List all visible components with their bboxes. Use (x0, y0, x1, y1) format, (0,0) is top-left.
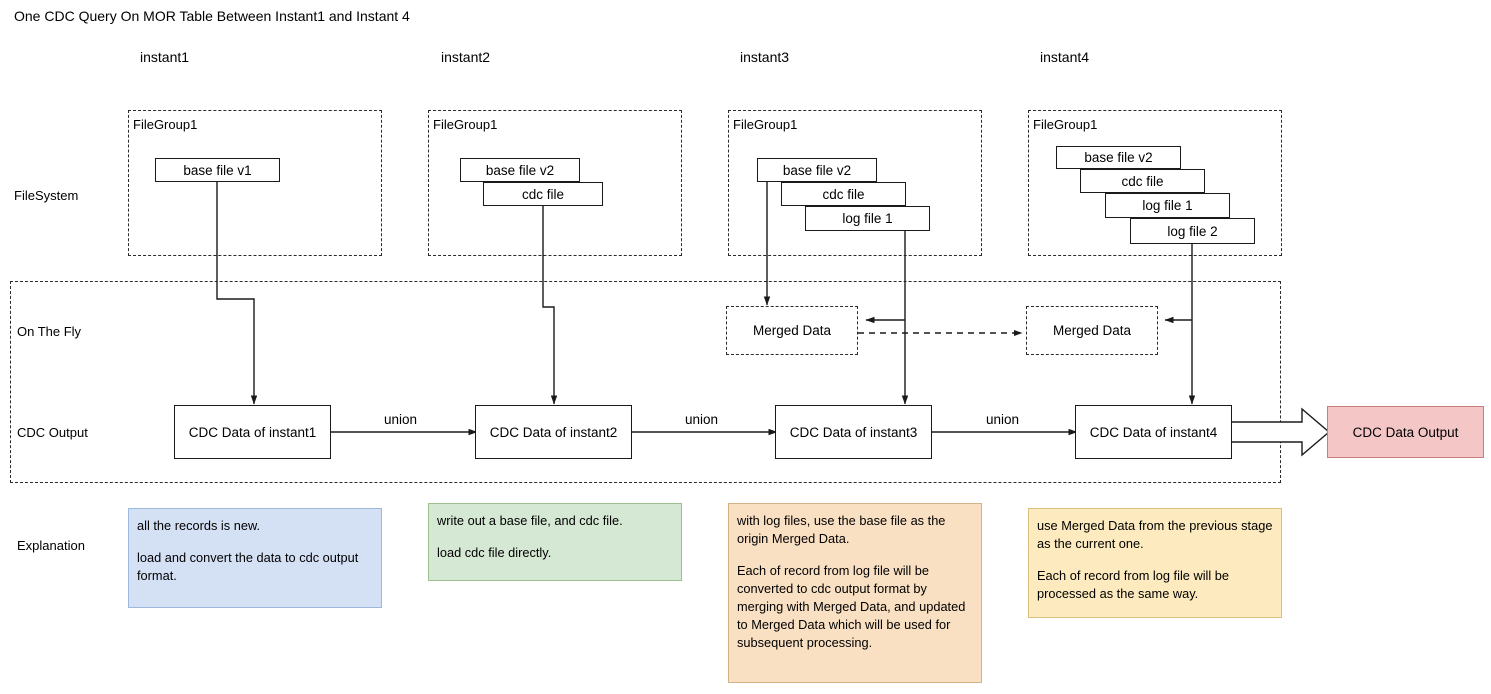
explanation-paragraph: load and convert the data to cdc output … (137, 550, 359, 583)
filegroup-title: FileGroup1 (433, 117, 498, 132)
diagram-title: One CDC Query On MOR Table Between Insta… (14, 8, 410, 24)
explanation-paragraph: Each of record from log file will be con… (737, 563, 966, 650)
column-header-instant3: instant3 (740, 49, 790, 65)
filegroup-instant1: FileGroup1 (128, 110, 382, 256)
explanation-paragraph: with log files, use the base file as the… (737, 513, 946, 546)
filegroup-instant4: FileGroup1 (1028, 110, 1282, 256)
cdc-data-box-instant4[interactable]: CDC Data of instant4 (1075, 405, 1232, 459)
onthefly-cdc-container (10, 281, 1281, 483)
union-label-3: union (983, 412, 1023, 427)
cdc-data-box-instant3[interactable]: CDC Data of instant3 (775, 405, 932, 459)
file-box-cdc-file[interactable]: cdc file (781, 182, 906, 206)
column-header-instant2: instant2 (441, 49, 491, 65)
explanation-box-instant2: write out a base file, and cdc file. load… (428, 503, 682, 581)
file-box-log-file-1[interactable]: log file 1 (1105, 193, 1230, 218)
file-box-cdc-file[interactable]: cdc file (483, 182, 603, 206)
explanation-box-instant4: use Merged Data from the previous stage … (1028, 508, 1282, 618)
filegroup-title: FileGroup1 (733, 117, 798, 132)
filegroup-instant2: FileGroup1 (428, 110, 682, 256)
explanation-box-instant1: all the records is new. load and convert … (128, 508, 382, 608)
file-box-base-file-v2[interactable]: base file v2 (757, 158, 877, 182)
merged-data-instant3[interactable]: Merged Data (726, 306, 858, 355)
filegroup-instant3: FileGroup1 (728, 110, 982, 256)
merged-data-instant4[interactable]: Merged Data (1026, 306, 1158, 355)
row-label-explanation: Explanation (17, 538, 85, 553)
column-header-instant4: instant4 (1040, 49, 1090, 65)
file-box-base-file-v1[interactable]: base file v1 (155, 158, 280, 182)
column-header-instant1: instant1 (140, 49, 190, 65)
cdc-data-output-box[interactable]: CDC Data Output (1327, 406, 1484, 458)
file-box-cdc-file[interactable]: cdc file (1080, 169, 1205, 193)
explanation-paragraph: all the records is new. (137, 518, 261, 533)
row-label-cdc-output: CDC Output (17, 425, 88, 440)
union-label-2: union (682, 412, 722, 427)
file-box-log-file-1[interactable]: log file 1 (805, 206, 930, 231)
filegroup-title: FileGroup1 (133, 117, 198, 132)
union-label-1: union (381, 412, 421, 427)
explanation-paragraph: write out a base file, and cdc file. (437, 513, 623, 528)
file-box-base-file-v2[interactable]: base file v2 (1056, 146, 1181, 169)
cdc-data-box-instant1[interactable]: CDC Data of instant1 (174, 405, 331, 459)
file-box-log-file-2[interactable]: log file 2 (1130, 218, 1255, 244)
explanation-paragraph: load cdc file directly. (437, 545, 552, 560)
cdc-data-box-instant2[interactable]: CDC Data of instant2 (475, 405, 632, 459)
explanation-box-instant3: with log files, use the base file as the… (728, 503, 982, 683)
row-label-on-the-fly: On The Fly (17, 324, 82, 339)
filegroup-title: FileGroup1 (1033, 117, 1098, 132)
row-label-filesystem: FileSystem (14, 188, 79, 203)
file-box-base-file-v2[interactable]: base file v2 (460, 158, 580, 182)
explanation-paragraph: Each of record from log file will be pro… (1037, 568, 1230, 601)
explanation-paragraph: use Merged Data from the previous stage … (1037, 518, 1273, 551)
